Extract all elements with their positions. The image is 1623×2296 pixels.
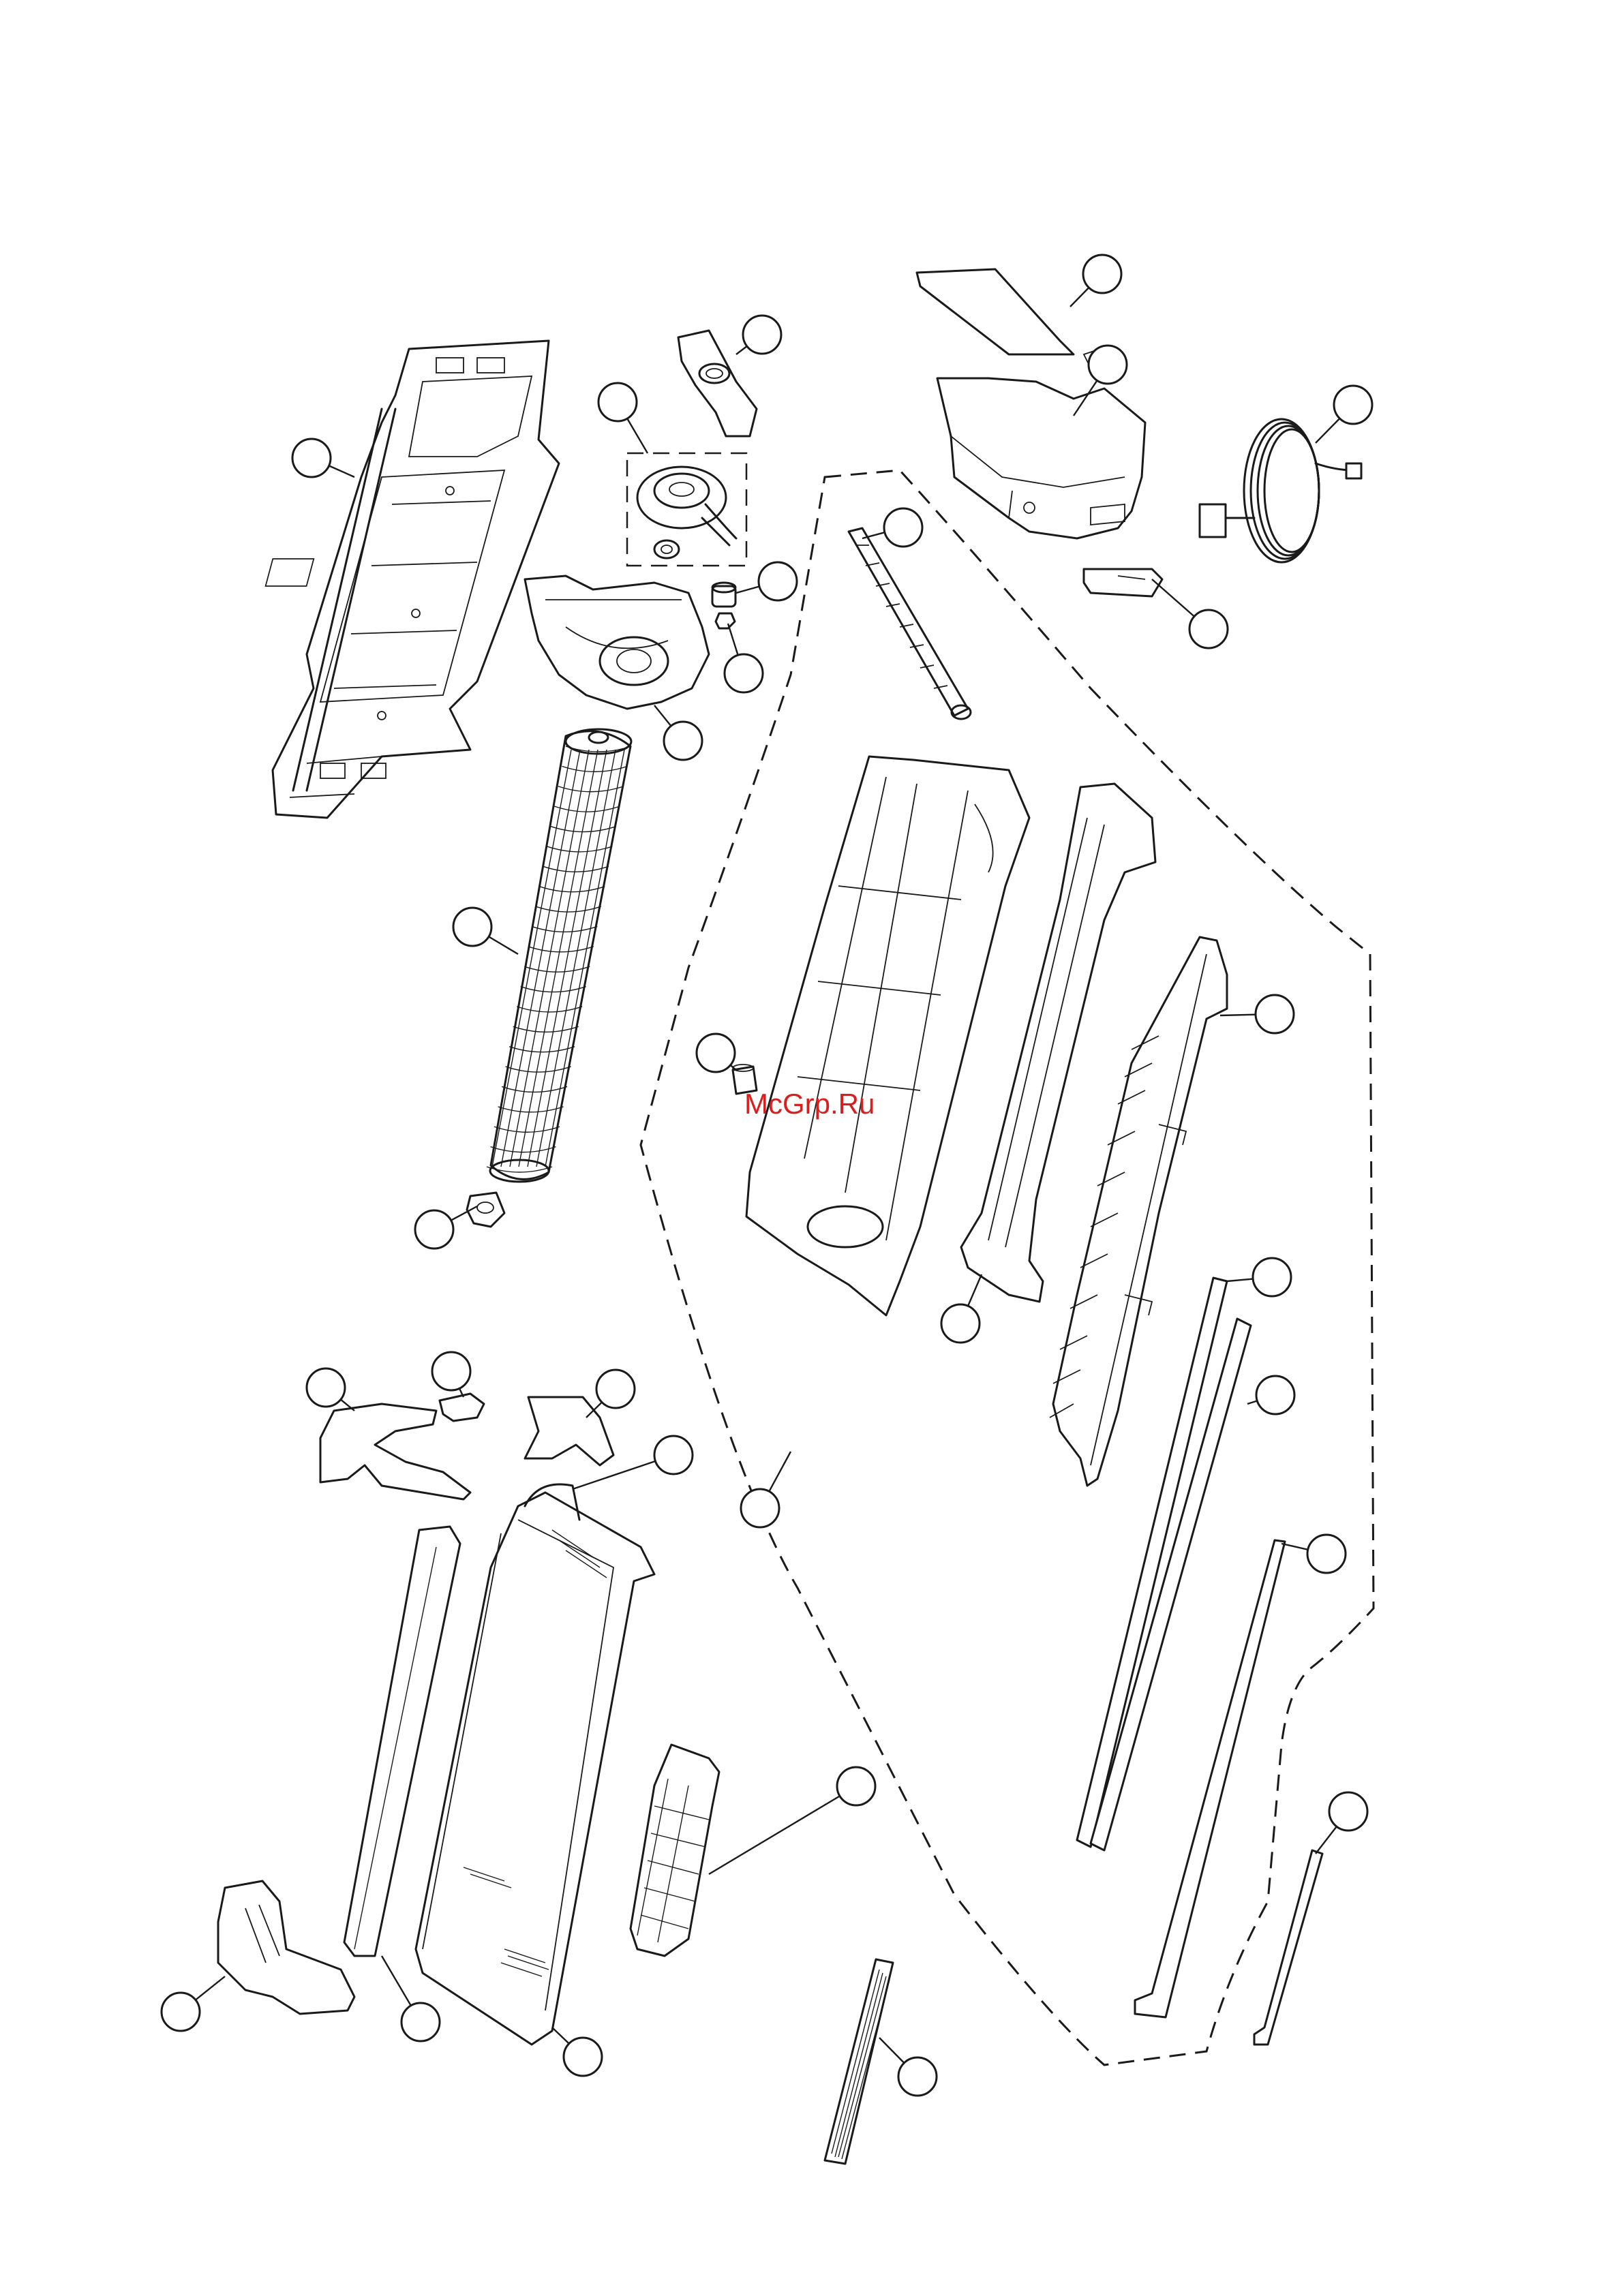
callout-leader-line [879,2038,904,2063]
callout-circle [743,316,781,354]
callout-leader-line [627,418,648,453]
callout-circle [725,654,763,692]
callout-leader-line [968,1274,982,1306]
callout-leader-line [1281,1544,1308,1550]
callout-circle [1329,1792,1367,1831]
callout-circle [453,908,491,946]
callout-circle [415,1210,453,1249]
callout-leader-line [736,346,747,354]
callout-leader-line [1247,1400,1257,1404]
callout-leader-line [709,1796,840,1874]
callout-leader-line [1070,288,1089,307]
callout-leader-line [769,1452,791,1491]
watermark-text: McGrp.Ru [744,1088,875,1120]
callout-circle [564,2038,602,2076]
pipe-guide-transparent [525,1397,613,1465]
display-strip [1254,1850,1322,2045]
callout-circle [432,1352,470,1390]
fan-housing-side-cover [525,576,709,709]
callout-leader-line [1152,579,1194,617]
callout-leader-line [1316,1826,1337,1854]
motor-bracket [678,331,757,436]
callout-leader-line [382,1956,411,2006]
callout-circle [401,2003,440,2041]
callout-leader-line [573,1461,655,1489]
callout-circle [1307,1535,1346,1573]
bushing [712,583,735,607]
callout-circle [898,2057,937,2096]
callout-circle [1256,1376,1294,1414]
callout-leader-line [329,465,354,477]
callout-circle [307,1368,345,1407]
control-box [937,378,1145,538]
callout-leader-line [1316,418,1339,443]
callout-circle [1083,255,1121,293]
louver-shaft [849,528,971,719]
power-cord [1200,419,1361,562]
control-box-cover [917,269,1097,363]
air-filter [825,1959,893,2164]
callout-circle [697,1034,735,1072]
callout-circle [162,1993,200,2031]
callout-circle [759,562,797,600]
callout-leader-line [1227,1279,1253,1281]
terminal-cover [1084,569,1162,596]
callout-circle [1089,346,1127,384]
mounting-plate [266,341,559,818]
clip [440,1394,484,1421]
callout-circle [664,722,702,760]
callout-circle [1256,995,1294,1033]
callout-circle [884,508,922,547]
callout-circle [598,383,637,421]
callout-circle [837,1767,875,1805]
lower-pipe-bracket [218,1881,354,2014]
callout-leader-line [736,587,759,593]
callout-circle [741,1489,779,1527]
callout-circle [1334,386,1372,424]
callout-leader-line [196,1976,225,2000]
callout-leader-line [489,936,518,954]
callout-circle [292,439,331,477]
callout-circle [596,1370,635,1408]
cross-flow-fan [487,729,631,1182]
callout-circle [1189,610,1228,648]
nut [716,613,735,628]
fan-motor-assembly [627,453,746,566]
callout-leader-line [728,624,738,655]
callout-leader-line [654,705,671,726]
callout-circle [654,1436,693,1474]
callout-circle [941,1304,980,1343]
callout-circle [1253,1258,1291,1296]
air-purifying-filter [631,1745,719,1956]
callout-leader-line [552,2027,569,2044]
